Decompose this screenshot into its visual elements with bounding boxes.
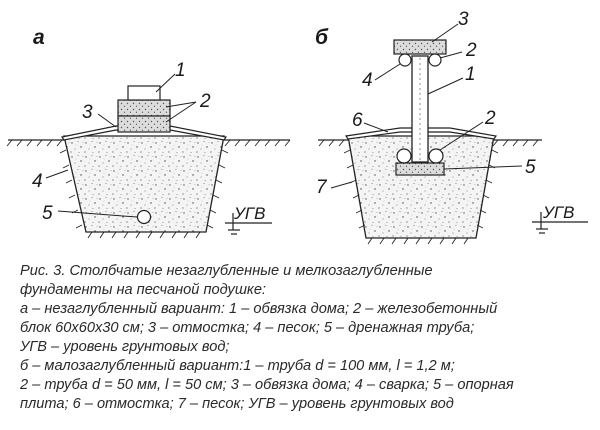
drainage-pipe-a — [136, 209, 152, 225]
panel-b-letter: б — [315, 26, 329, 49]
caption-line: блок 60х60х30 см; 3 – отмостка; 4 – песо… — [20, 320, 475, 336]
groundwater-marker-b — [532, 212, 588, 234]
label-5-b: 5 — [525, 157, 536, 178]
label-2-mid-b: 2 — [484, 108, 496, 129]
leader-lines-a — [45, 73, 197, 218]
label-3-b: 3 — [458, 9, 469, 30]
house-framing-b — [393, 39, 447, 55]
top-pipe-left-b — [398, 53, 412, 67]
figure-caption: Рис. 3. Столбчатые незаглубленные и мелк… — [20, 262, 590, 414]
label-4-b: 4 — [362, 70, 373, 91]
support-plate-b — [395, 162, 445, 176]
caption-line: б – малозаглубленный вариант:1 – труба d… — [20, 358, 455, 374]
caption-line: фундаменты на песчаной подушке: — [20, 282, 266, 298]
label-4-a: 4 — [32, 171, 43, 192]
concrete-block-upper-a — [117, 99, 171, 117]
house-framing-a — [127, 85, 161, 101]
label-1-b: 1 — [465, 64, 476, 85]
ugv-label-a: УГВ — [233, 204, 265, 223]
leader-lines-b — [330, 23, 523, 189]
label-2-a: 2 — [199, 91, 211, 112]
label-6-b: 6 — [352, 110, 363, 131]
pit-hatching-b — [343, 149, 499, 245]
ugv-label-b: УГВ — [542, 203, 574, 222]
caption-line: а – незаглубленный вариант: 1 – обвязка … — [20, 301, 498, 317]
label-7-b: 7 — [316, 177, 328, 198]
lower-pipe-right-b — [428, 148, 444, 164]
label-3-a: 3 — [82, 102, 93, 123]
panel-a: а — [6, 26, 291, 239]
caption-line: 2 – труба d = 50 мм, l = 50 см; 3 – обвя… — [20, 377, 514, 393]
caption-line: плита; 6 – отмостка; 7 – песок; УГВ – ур… — [20, 396, 454, 412]
lower-pipe-left-b — [396, 148, 412, 164]
foundation-diagram: а — [6, 9, 588, 245]
groundwater-marker-a — [225, 213, 272, 235]
label-1-a: 1 — [175, 60, 186, 81]
label-2-top-b: 2 — [465, 40, 477, 61]
label-5-a: 5 — [42, 203, 53, 224]
top-pipe-right-b — [428, 53, 442, 67]
concrete-block-lower-a — [117, 115, 171, 133]
sand-cushion-b — [347, 135, 495, 239]
caption-line: Рис. 3. Столбчатые незаглубленные и мелк… — [20, 263, 433, 279]
caption-line: УГВ – уровень грунтовых вод; — [20, 339, 230, 355]
panel-b: б — [315, 9, 588, 245]
panel-a-letter: а — [33, 26, 45, 49]
sand-cushion-a — [63, 135, 225, 233]
pit-hatching-a — [59, 149, 229, 239]
